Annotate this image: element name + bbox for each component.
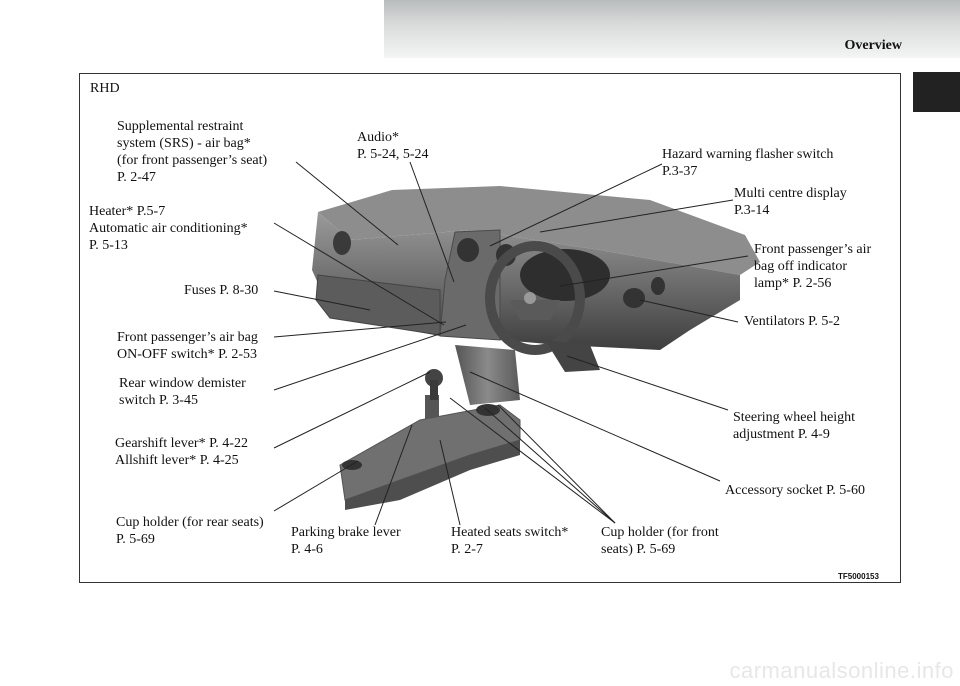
label-rear-demister: Rear window demister switch P. 3-45 — [119, 376, 246, 408]
label-srs-airbag: Supplemental restraint system (SRS) - ai… — [117, 119, 268, 185]
steering-wheel — [485, 241, 585, 355]
instrument-cluster — [520, 249, 610, 301]
gear-knob — [425, 369, 443, 387]
dashboard-top — [318, 186, 760, 275]
label-multi-display: Multi centre display P.3-14 — [734, 186, 847, 218]
label-hazard-switch: Hazard warning flasher switch P.3-37 — [662, 147, 834, 179]
center-vent-left — [457, 238, 479, 262]
label-accessory-socket: Accessory socket P. 5-60 — [725, 483, 865, 498]
leader-lines — [273, 161, 749, 526]
right-vent — [623, 288, 645, 308]
label-audio: Audio* P. 5-24, 5-24 — [357, 130, 429, 162]
label-steering-height: Steering wheel height adjustment P. 4-9 — [733, 410, 856, 442]
steering-column — [545, 340, 600, 372]
steering-hub — [510, 300, 560, 320]
label-ventilators: Ventilators P. 5-2 — [744, 314, 841, 329]
figure-code: TF5000153 — [838, 572, 879, 581]
left-vent — [333, 231, 351, 255]
gear-shaft — [430, 380, 438, 400]
label-cup-rear: Cup holder (for rear seats) P. 5-69 — [116, 515, 264, 547]
chapter-tab — [913, 72, 960, 112]
label-airbag-off-lamp: Front passenger’s air bag off indicator … — [754, 242, 872, 291]
variant-label: RHD — [90, 81, 120, 96]
label-gearshift: Gearshift lever* P. 4-22 Allshift lever*… — [115, 436, 248, 468]
floor-console-side — [345, 440, 520, 510]
header-band — [384, 0, 960, 58]
center-console — [455, 345, 520, 405]
label-airbag-onoff: Front passenger’s air bag ON-OFF switch*… — [117, 330, 258, 362]
center-stack — [439, 229, 501, 341]
steering-emblem — [524, 292, 536, 304]
glovebox — [315, 274, 441, 336]
section-title: Overview — [844, 38, 902, 53]
watermark: carmanualsonline.info — [729, 658, 954, 683]
far-right-vent — [651, 277, 665, 295]
label-cup-front: Cup holder (for front seats) P. 5-69 — [601, 525, 719, 557]
label-parking-brake: Parking brake lever P. 4-6 — [291, 525, 401, 557]
label-heated-seats: Heated seats switch* P. 2-7 — [451, 525, 569, 557]
figure-frame — [79, 73, 901, 583]
label-fuses: Fuses P. 8-30 — [184, 283, 259, 298]
label-heater: Heater* P.5-7 Automatic air conditioning… — [89, 204, 248, 253]
